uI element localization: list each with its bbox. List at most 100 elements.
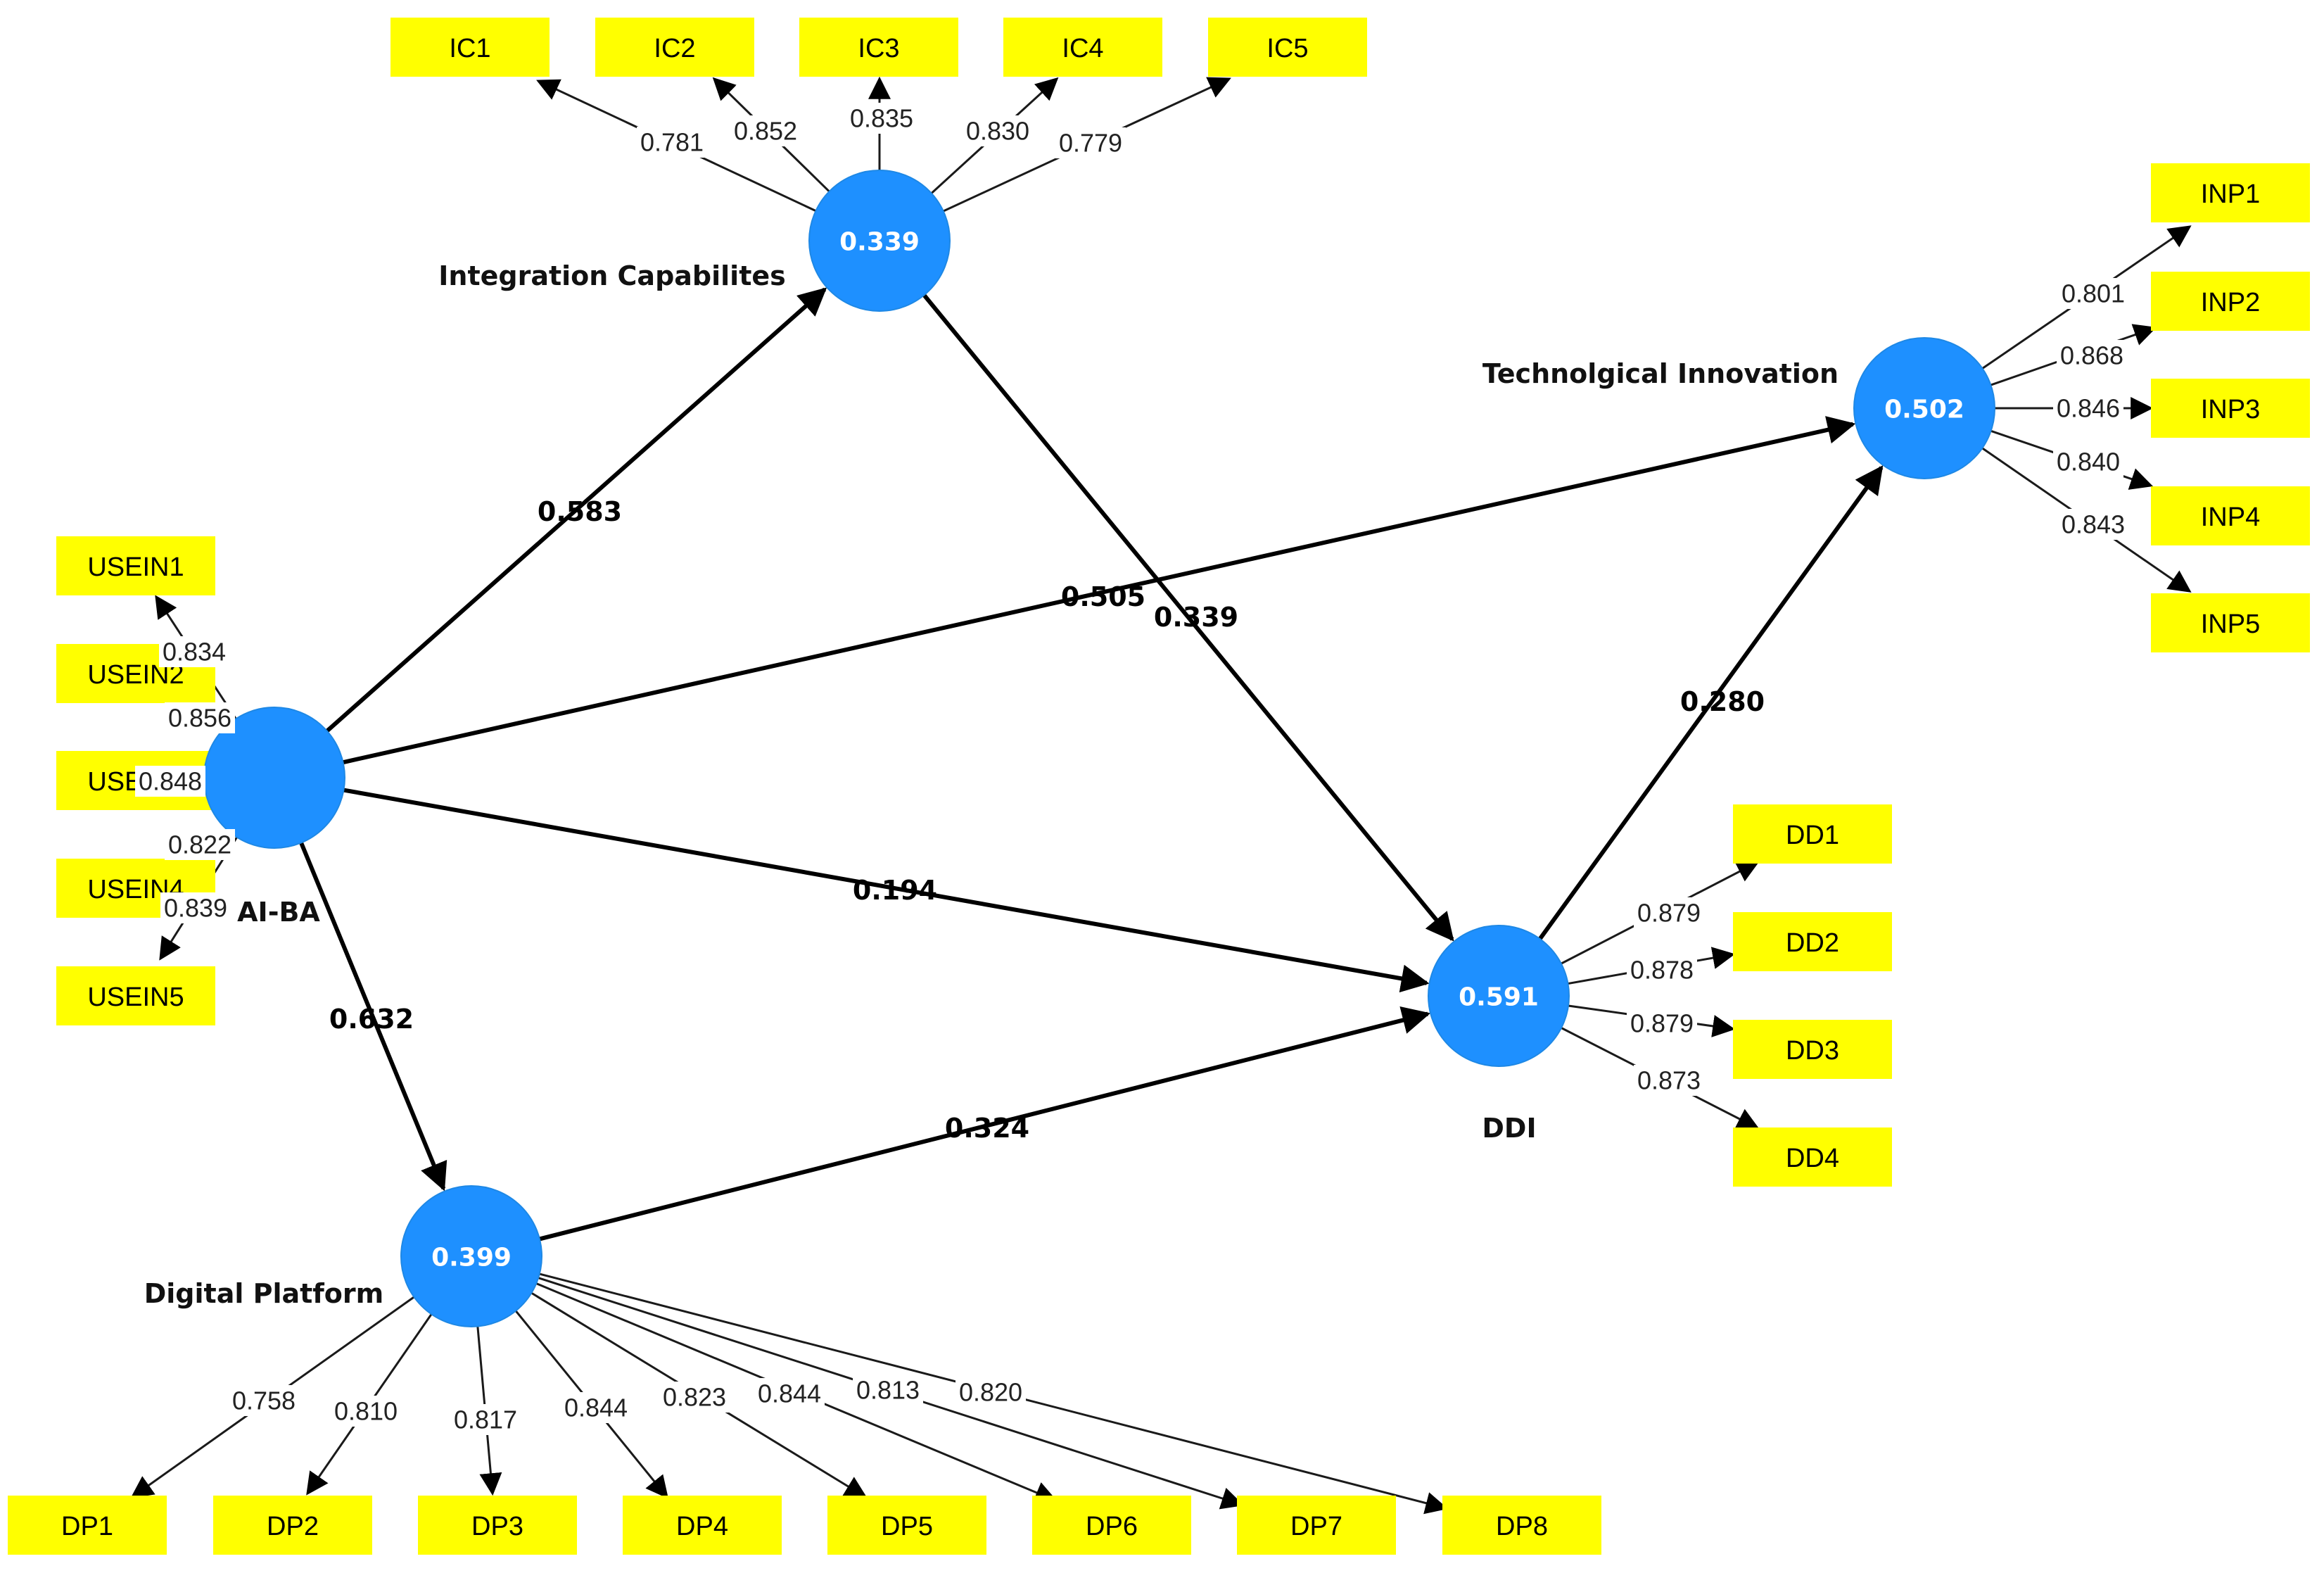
construct-circle: [1428, 925, 1570, 1067]
indicator-label: DP2: [267, 1512, 319, 1541]
construct-dp[interactable]: 0.399: [400, 1185, 542, 1327]
path-aiba-to-ddi: [343, 788, 1430, 993]
construct-ti[interactable]: 0.502: [1853, 337, 1995, 479]
loading-background: [2058, 278, 2128, 309]
path-coefficient-aiba-to-ti: 0.505: [1061, 581, 1145, 612]
loading-dd1: 0.879: [1634, 897, 1704, 928]
indicator-box: [2151, 272, 2310, 331]
loading-background: [165, 829, 235, 860]
loading-dp5: 0.823: [659, 1382, 730, 1413]
loading-dp7: 0.813: [853, 1375, 923, 1405]
loading-value: 0.868: [2060, 341, 2123, 370]
indicator-ic4[interactable]: IC4: [1003, 18, 1162, 77]
indicator-label: IC3: [858, 34, 899, 63]
loading-inp3: 0.846: [2053, 393, 2123, 424]
construct-r-squared: 0.502: [1884, 396, 1964, 424]
indicator-dd4[interactable]: DD4: [1733, 1127, 1892, 1187]
loading-value: 0.852: [734, 117, 797, 146]
indicator-label: IC2: [654, 34, 695, 63]
indicator-inp4[interactable]: INP4: [2151, 486, 2310, 545]
loading-background: [165, 702, 235, 733]
indicator-label: INP5: [2201, 609, 2260, 639]
indicators-layer: IC1 IC2 IC3 IC4 IC5INP1INP2INP3INP4INP5DD1DD…: [8, 18, 2310, 1555]
indicator-inp3[interactable]: INP3: [2151, 379, 2310, 438]
indicator-ic3[interactable]: IC3: [799, 18, 958, 77]
indicator-dp1[interactable]: DP1: [8, 1496, 167, 1555]
indicator-dp7[interactable]: DP7: [1237, 1496, 1396, 1555]
loading-background: [963, 115, 1033, 146]
path-coefficient-aiba-to-ddi: 0.194: [853, 875, 937, 906]
loading-value: 0.801: [2062, 279, 2125, 308]
loading-value: 0.873: [1637, 1066, 1701, 1095]
indicator-ic1[interactable]: IC1: [390, 18, 550, 77]
path-coefficient-ddi-to-ti: 0.280: [1680, 686, 1765, 717]
loading-value: 0.813: [856, 1376, 920, 1405]
indicator-usein5[interactable]: USEIN5: [56, 966, 215, 1025]
loading-value: 0.758: [232, 1386, 296, 1415]
construct-circle: [808, 170, 951, 312]
indicator-dd1[interactable]: DD1: [1733, 804, 1892, 864]
indicator-dp6[interactable]: DP6: [1032, 1496, 1191, 1555]
loading-dd3: 0.879: [1627, 1008, 1697, 1039]
indicator-inp1[interactable]: INP1: [2151, 163, 2310, 222]
loading-value: 0.817: [454, 1405, 517, 1434]
indicator-dp4[interactable]: DP4: [623, 1496, 782, 1555]
loading-background: [450, 1404, 521, 1435]
path-coefficient-dp-to-ddi: 0.324: [945, 1113, 1029, 1144]
indicator-label: DP4: [676, 1512, 728, 1541]
construct-name-ai-ba: AI-BA: [237, 897, 320, 928]
path-coefficient-aiba-to-ic: 0.583: [538, 496, 622, 527]
loading-value: 0.830: [966, 117, 1029, 146]
loading-value: 0.843: [2062, 510, 2125, 539]
loading-ic4: 0.830: [963, 115, 1033, 146]
indicator-dp3[interactable]: DP3: [418, 1496, 577, 1555]
indicator-box: [1208, 18, 1367, 77]
indicator-box: [56, 966, 215, 1025]
construct-r-squared: 0.339: [839, 228, 920, 257]
indicator-dd2[interactable]: DD2: [1733, 912, 1892, 971]
loading-value: 0.879: [1637, 899, 1701, 928]
loading-background: [561, 1392, 631, 1423]
loading-background: [331, 1396, 401, 1427]
loading-background: [1055, 127, 1126, 158]
indicator-usein4[interactable]: USEIN4: [56, 859, 215, 918]
loading-dp2: 0.810: [331, 1396, 401, 1427]
indicator-dp5[interactable]: DP5: [827, 1496, 986, 1555]
loading-background: [853, 1375, 923, 1405]
loading-dd4: 0.873: [1634, 1065, 1704, 1096]
loading-dp1: 0.758: [229, 1385, 299, 1416]
loading-value: 0.823: [663, 1383, 726, 1412]
indicator-label: IC1: [449, 34, 490, 63]
loading-inp1: 0.801: [2058, 278, 2128, 309]
indicator-ic2[interactable]: IC2: [595, 18, 754, 77]
loading-value: 0.844: [758, 1379, 821, 1408]
loading-value: 0.856: [168, 704, 231, 733]
indicator-inp2[interactable]: INP2: [2151, 272, 2310, 331]
construct-r-squared: 0.399: [431, 1244, 512, 1272]
construct-ic[interactable]: 0.339: [808, 170, 951, 312]
indicator-dd3[interactable]: DD3: [1733, 1020, 1892, 1079]
indicator-usein1[interactable]: USEIN1: [56, 536, 215, 595]
indicator-box: [1442, 1496, 1601, 1555]
construct-ddi[interactable]: 0.591: [1428, 925, 1570, 1067]
indicator-box: [595, 18, 754, 77]
construct-name-ti: Technolgical Innovation: [1482, 358, 1839, 389]
indicator-inp5[interactable]: INP5: [2151, 593, 2310, 652]
construct-circle: [1853, 337, 1995, 479]
indicator-label: IC5: [1266, 34, 1308, 63]
indicator-box: [1003, 18, 1162, 77]
indicator-box: [1733, 1127, 1892, 1187]
indicator-box: [623, 1496, 782, 1555]
indicator-ic5[interactable]: IC5: [1208, 18, 1367, 77]
indicator-dp2[interactable]: DP2: [213, 1496, 372, 1555]
indicator-box: [213, 1496, 372, 1555]
loading-background: [2053, 446, 2123, 477]
indicator-dp8[interactable]: DP8: [1442, 1496, 1601, 1555]
loading-background: [2057, 340, 2127, 371]
loading-background: [754, 1378, 825, 1409]
path-coefficient-ic-to-ddi: 0.339: [1154, 602, 1238, 633]
loading-inp5: 0.843: [2058, 509, 2128, 540]
loading-value: 0.835: [850, 104, 913, 133]
construct-name-ic: Integration Capabilites: [438, 260, 786, 291]
